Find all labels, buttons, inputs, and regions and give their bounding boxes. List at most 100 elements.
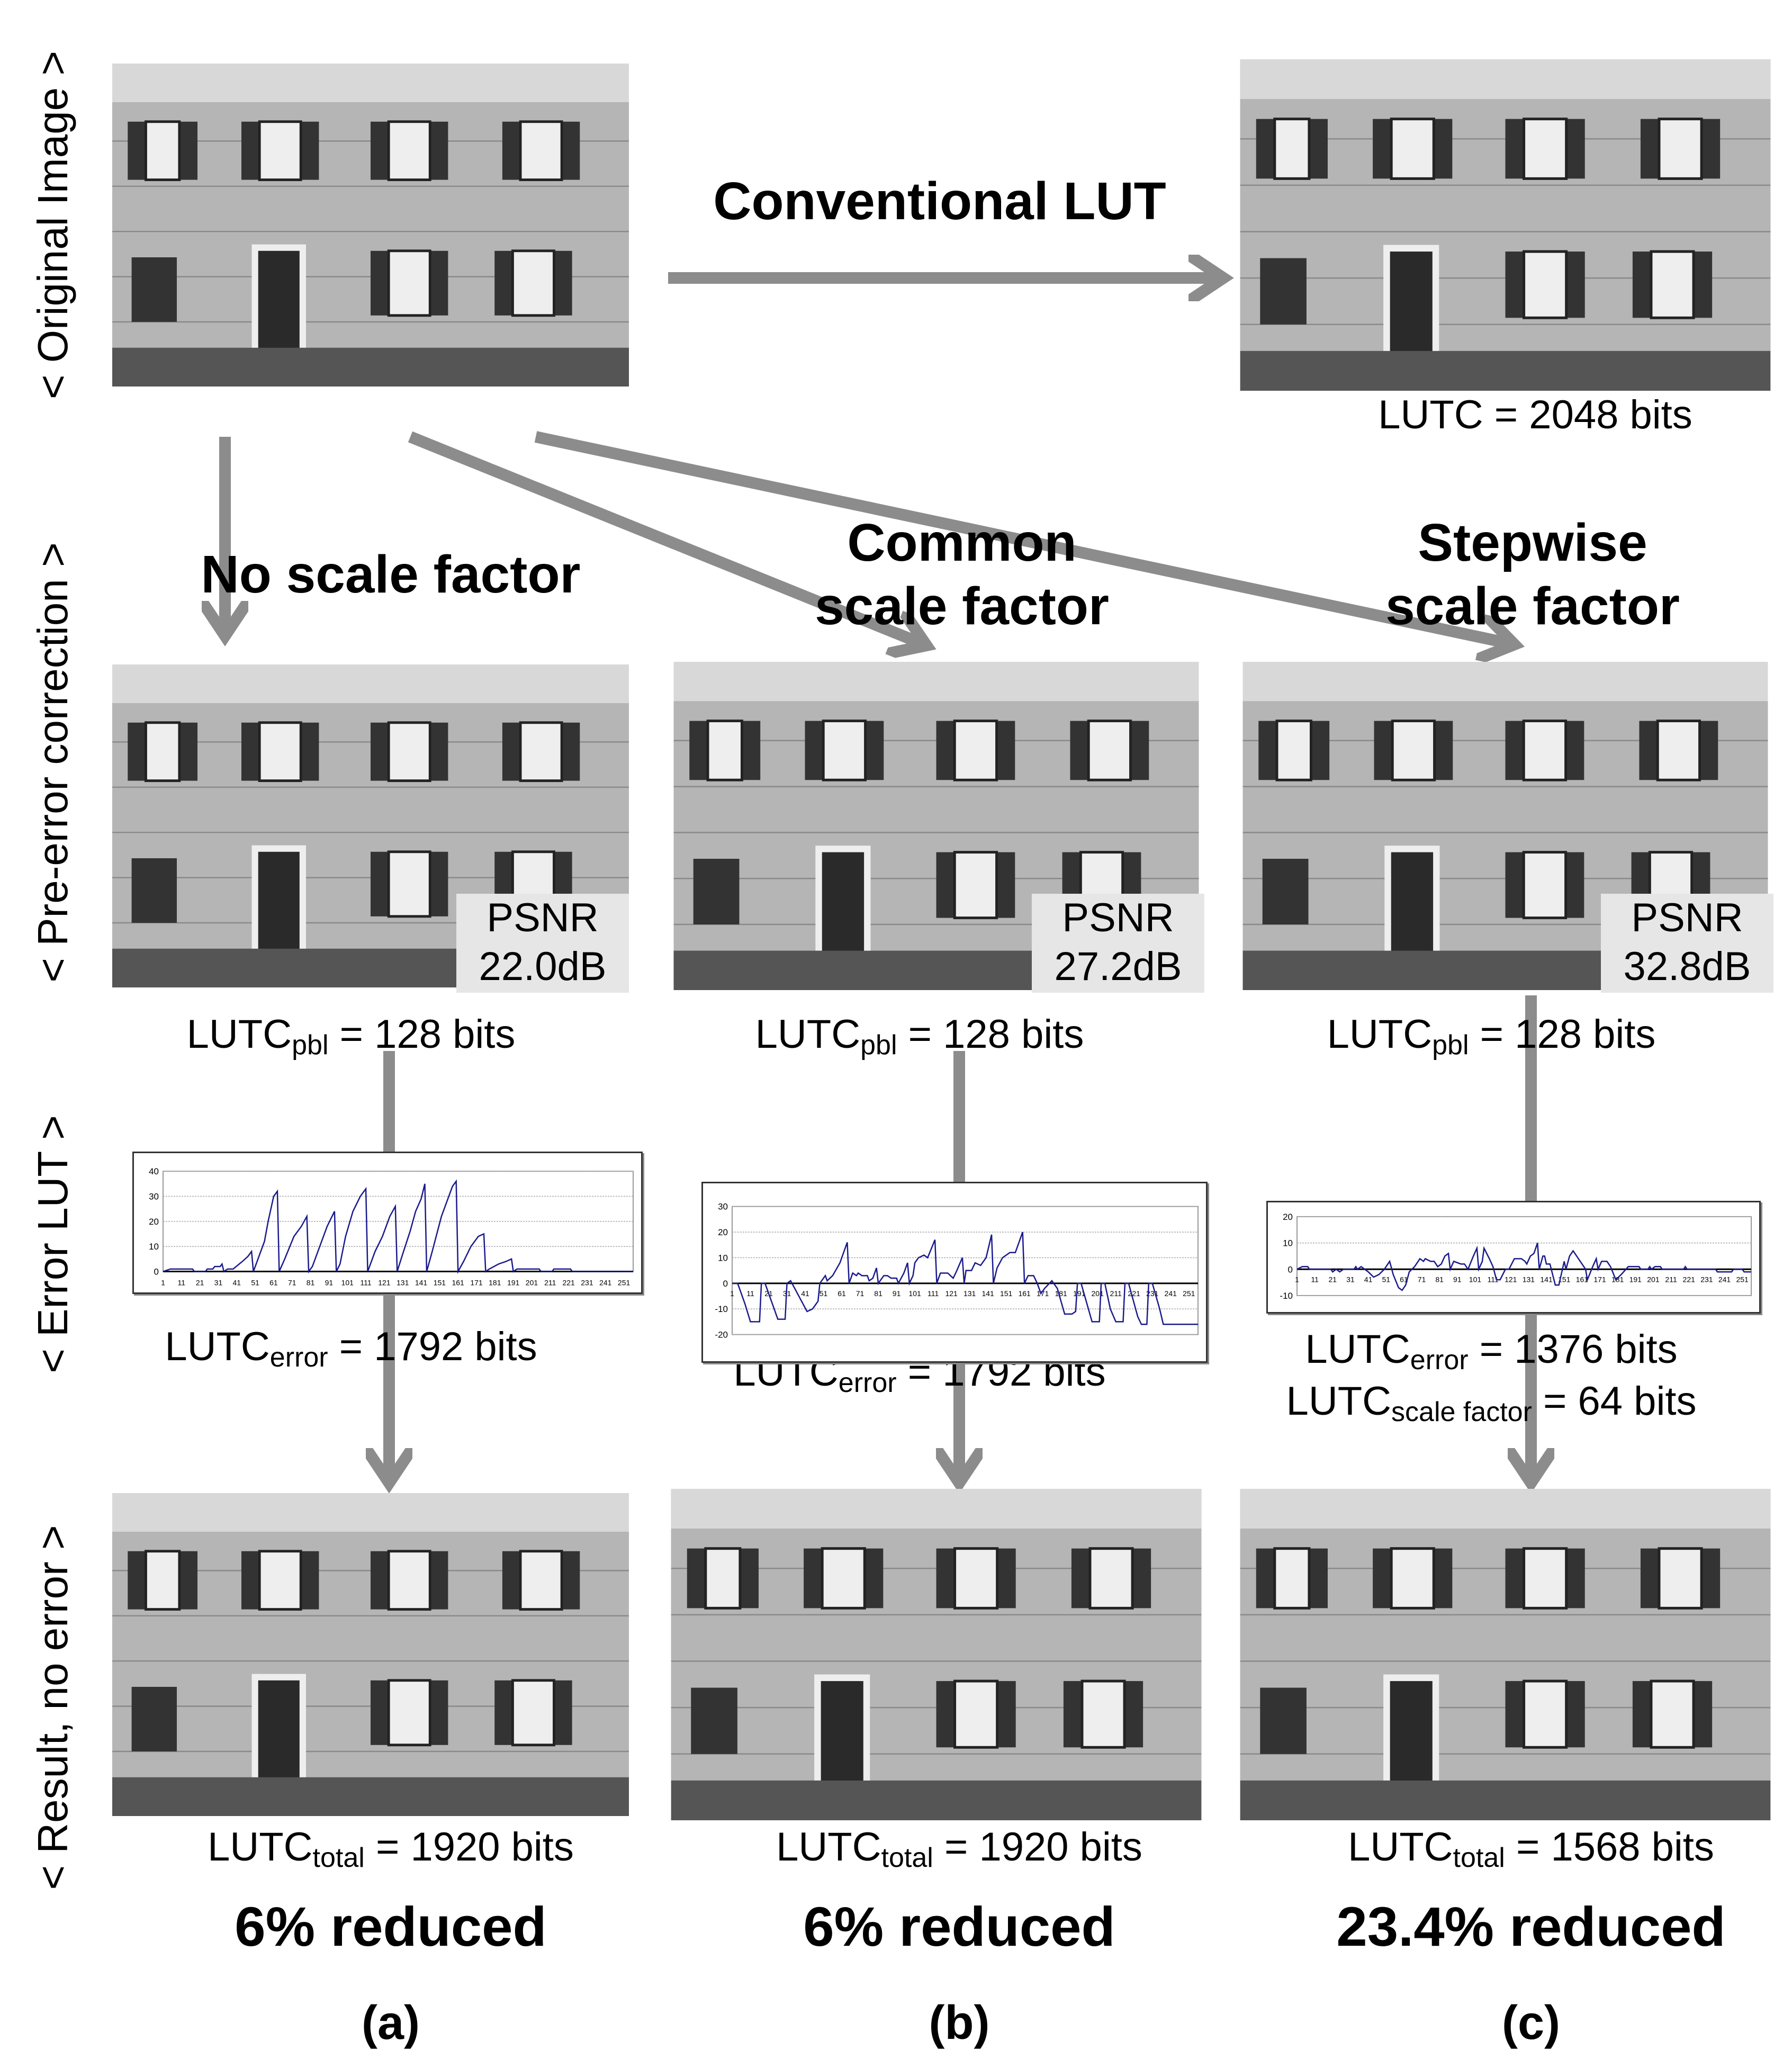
y-tick-label: 10 [1283, 1238, 1293, 1248]
x-tick-label: 51 [1382, 1275, 1390, 1283]
lutc-base: LUTC [165, 1324, 270, 1369]
x-tick-label: 81 [874, 1289, 883, 1298]
x-tick-label: 141 [415, 1279, 428, 1287]
result-image [112, 1489, 629, 1820]
psnr-value: 27.2dB [1054, 944, 1182, 989]
psnr-value: 22.0dB [479, 944, 607, 989]
lutc-error-caption: LUTCerror = 1792 bits [165, 1324, 537, 1373]
y-tick-label: 0 [723, 1279, 728, 1289]
x-tick-label: 151 [434, 1279, 446, 1287]
y-tick-label: 40 [149, 1166, 159, 1176]
x-tick-label: 71 [288, 1279, 296, 1287]
reduction-label: 23.4% reduced [1336, 1896, 1726, 1958]
psnr-label: PSNR [1062, 895, 1174, 940]
x-tick-label: 21 [1329, 1275, 1337, 1283]
x-tick-label: 131 [963, 1289, 976, 1298]
x-tick-label: 31 [1346, 1275, 1355, 1283]
arrow-common [408, 431, 921, 643]
x-tick-label: 61 [838, 1289, 846, 1298]
lutc-sub: error [1410, 1345, 1469, 1376]
x-tick-label: 201 [1092, 1289, 1104, 1298]
error-series-line [1296, 1243, 1751, 1291]
header-line: Common [847, 513, 1077, 572]
lutc-base: LUTC [208, 1825, 313, 1870]
original-image [112, 59, 629, 391]
lutc-base: LUTC [1286, 1379, 1392, 1424]
x-tick-label: 171 [470, 1279, 483, 1287]
y-tick-label: 20 [1283, 1212, 1293, 1222]
x-tick-label: 111 [360, 1279, 371, 1287]
psnr-value: 32.8dB [1623, 944, 1751, 989]
x-tick-label: 221 [1683, 1275, 1696, 1283]
conventional-lut-image [1237, 59, 1773, 391]
x-tick-label: 11 [1311, 1275, 1319, 1283]
lutc-value: = 1376 bits [1468, 1327, 1678, 1372]
x-tick-label: 81 [1435, 1275, 1444, 1283]
x-tick-label: 131 [1523, 1275, 1535, 1283]
x-tick-label: 181 [1055, 1289, 1067, 1298]
result-image [1237, 1489, 1773, 1820]
x-tick-label: 201 [526, 1279, 538, 1287]
lutc-sub: total [881, 1843, 933, 1873]
psnr-label: PSNR [487, 895, 599, 940]
x-tick-label: 131 [397, 1279, 409, 1287]
x-tick-label: 51 [251, 1279, 259, 1287]
x-tick-label: 231 [1700, 1275, 1713, 1283]
x-tick-label: 191 [1629, 1275, 1642, 1283]
x-tick-label: 211 [544, 1279, 556, 1287]
x-tick-label: 1 [730, 1289, 734, 1298]
lutc-sub: total [1453, 1843, 1505, 1873]
lutc-sub: error [269, 1342, 328, 1373]
lutc-value: = 128 bits [897, 1012, 1084, 1057]
lutc-value: = 1568 bits [1505, 1825, 1714, 1870]
x-tick-label: 221 [1128, 1289, 1141, 1298]
lutc-value: = 1920 bits [364, 1825, 574, 1870]
x-tick-label: 101 [1469, 1275, 1482, 1283]
x-tick-label: 51 [820, 1289, 828, 1298]
lutc-base: LUTC [1327, 1012, 1433, 1057]
x-tick-label: 71 [1418, 1275, 1426, 1283]
reduction-label: 6% reduced [235, 1896, 547, 1958]
y-tick-label: 20 [718, 1227, 728, 1237]
lutc-pbl-caption: LUTCpbl = 128 bits [187, 1011, 516, 1061]
lutc-sub: total [312, 1843, 365, 1873]
x-tick-label: 181 [489, 1279, 501, 1287]
x-tick-label: 151 [1000, 1289, 1013, 1298]
x-tick-label: 41 [233, 1279, 241, 1287]
x-tick-label: 41 [801, 1289, 809, 1298]
x-tick-label: 141 [981, 1289, 994, 1298]
header-no-scale: No scale factor [201, 545, 581, 604]
y-tick-label: -10 [1280, 1291, 1293, 1301]
y-tick-label: 10 [149, 1242, 159, 1252]
lutc-value: = 128 bits [1469, 1012, 1656, 1057]
lutc-base: LUTC [186, 1012, 292, 1057]
header-line: Stepwise [1418, 513, 1647, 572]
x-tick-label: 241 [1718, 1275, 1731, 1283]
reduction-label: 6% reduced [803, 1896, 1115, 1958]
column-tag: (c) [1502, 1997, 1560, 2050]
plot-area [1296, 1216, 1752, 1296]
x-tick-label: 11 [178, 1279, 186, 1287]
x-tick-label: 161 [1576, 1275, 1589, 1283]
x-tick-label: 231 [581, 1279, 593, 1287]
x-tick-label: 41 [1364, 1275, 1373, 1283]
x-tick-label: 161 [452, 1279, 464, 1287]
y-tick-label: -20 [715, 1330, 728, 1340]
x-tick-label: 211 [1665, 1275, 1677, 1283]
x-tick-label: 141 [1540, 1275, 1553, 1283]
conventional-lutc-caption: LUTC = 2048 bits [1378, 392, 1692, 437]
x-tick-label: 251 [618, 1279, 631, 1287]
x-tick-label: 241 [599, 1279, 612, 1287]
lutc-value: = 1920 bits [933, 1825, 1142, 1870]
y-tick-label: 10 [718, 1253, 728, 1263]
lutc-total-caption: LUTCtotal = 1568 bits [1348, 1824, 1714, 1874]
x-tick-label: 71 [856, 1289, 865, 1298]
x-tick-label: 81 [307, 1279, 315, 1287]
